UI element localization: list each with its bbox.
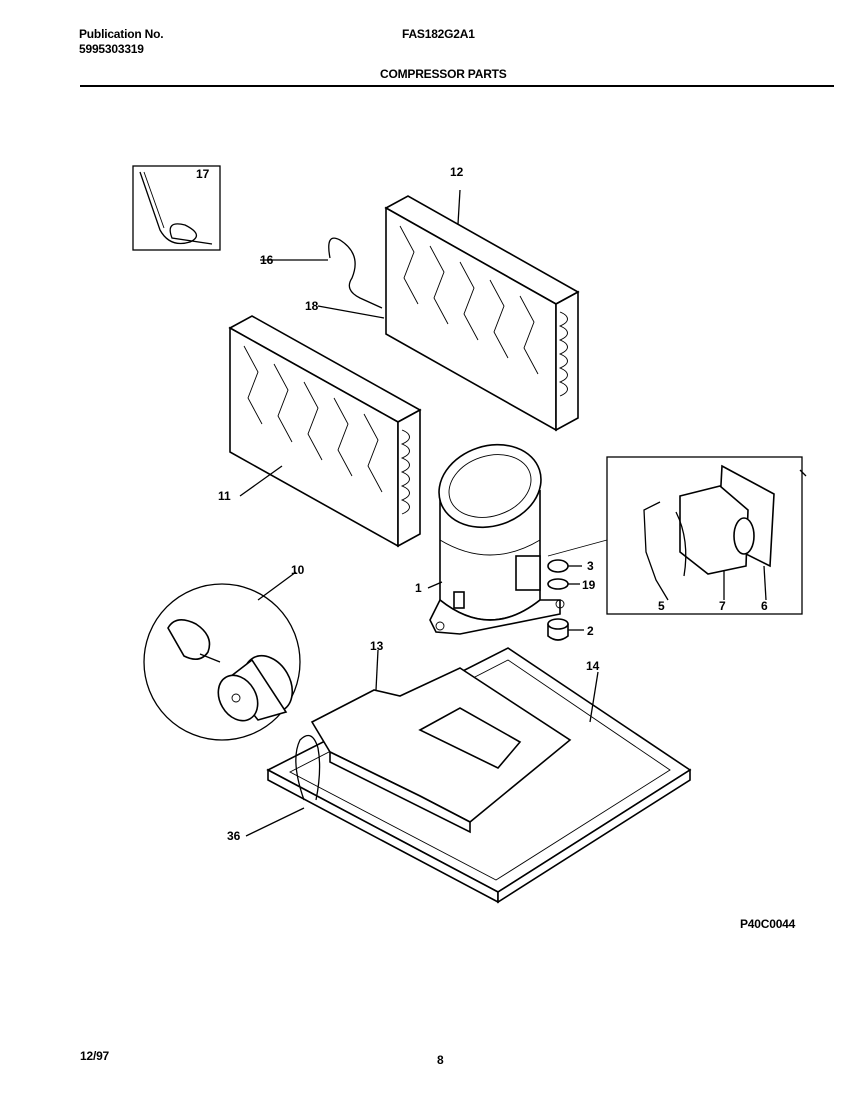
publication-date: 12/97 — [80, 1049, 110, 1063]
model-number: FAS182G2A1 — [402, 27, 475, 41]
part-11-coil — [228, 315, 422, 548]
callout-18: 18 — [305, 299, 319, 313]
inset-overload-relay — [547, 456, 807, 615]
callout-17: 17 — [196, 167, 210, 181]
callout-13: 13 — [370, 639, 384, 653]
callout-16: 16 — [260, 253, 274, 267]
callout-1: 1 — [415, 581, 422, 595]
part-13-partition — [310, 649, 572, 834]
part-10-detail — [143, 571, 301, 741]
callout-19: 19 — [582, 578, 596, 592]
part-18-leader — [317, 305, 385, 319]
publication-label: Publication No. — [79, 27, 164, 41]
callout-36: 36 — [227, 829, 241, 843]
callout-2: 2 — [587, 624, 594, 638]
publication-number: 5995303319 — [79, 42, 144, 56]
diagram-code: P40C0044 — [740, 917, 796, 931]
grommets-3-19-2 — [547, 559, 584, 641]
callout-12: 12 — [450, 165, 464, 179]
callout-10: 10 — [291, 563, 305, 577]
callout-7: 7 — [719, 599, 726, 613]
callout-5: 5 — [658, 599, 665, 613]
part-36-wire — [245, 734, 321, 837]
section-title: COMPRESSOR PARTS — [380, 67, 507, 81]
callout-3: 3 — [587, 559, 594, 573]
part-12-coil — [384, 189, 580, 432]
page-number: 8 — [437, 1053, 444, 1067]
inset-part-17 — [132, 165, 221, 251]
part-1-compressor — [427, 443, 565, 635]
part-16-tube — [260, 237, 383, 309]
callout-6: 6 — [761, 599, 768, 613]
callout-11: 11 — [218, 489, 231, 503]
callout-14: 14 — [586, 659, 600, 673]
header-rule — [80, 85, 834, 87]
